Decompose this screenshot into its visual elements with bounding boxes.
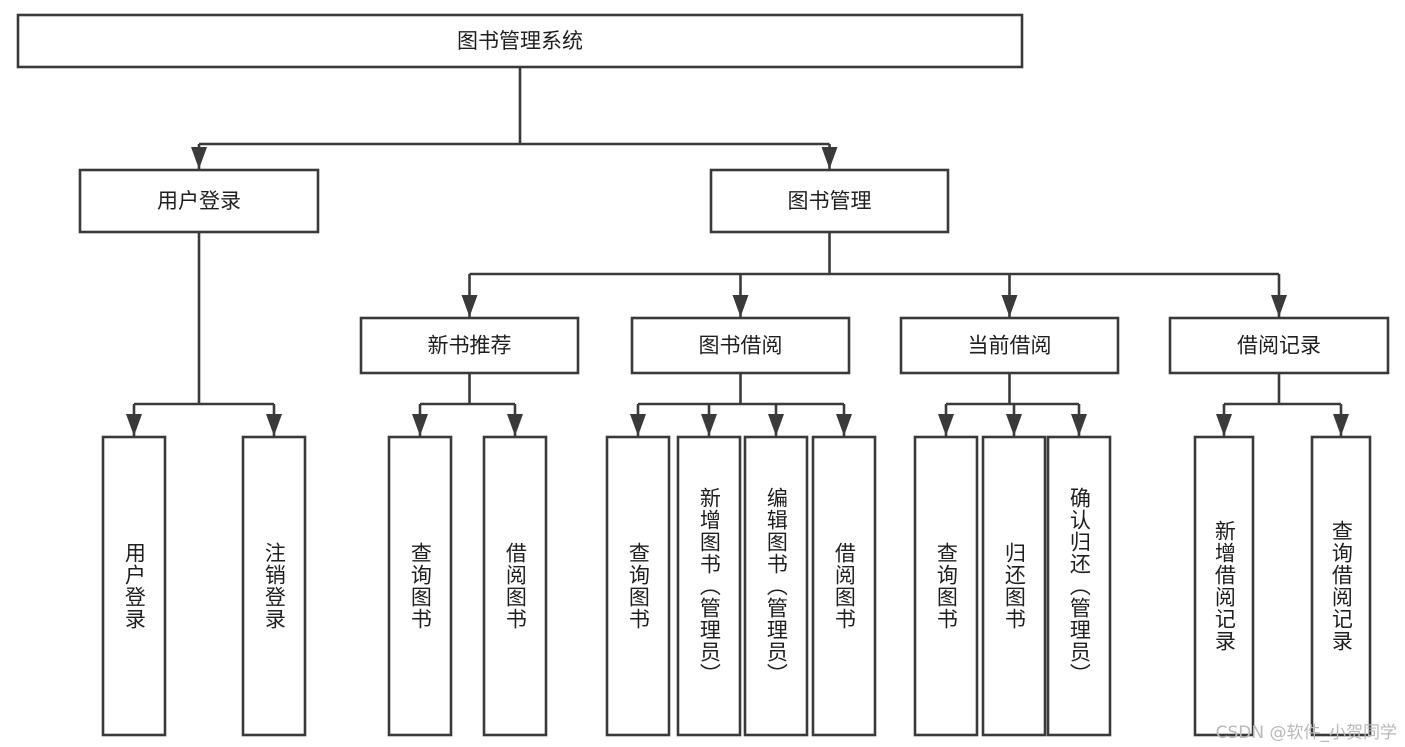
node-leaf-leaf-query-book-cur[interactable] — [913, 435, 979, 737]
arrow-icon-leaf-add-book-admin — [701, 414, 717, 436]
node-label-new-book-rec: 新书推荐 — [428, 334, 512, 358]
arrow-icon-leaf-confirm-return-admin — [1071, 414, 1087, 436]
node-leaf-leaf-logout[interactable] — [241, 435, 307, 737]
arrow-icon-leaf-user-login — [126, 414, 142, 436]
arrow-icon-leaf-logout — [266, 414, 282, 436]
node-level3-borrow-record[interactable] — [1168, 316, 1390, 375]
node-leaf-leaf-query-book-rec[interactable] — [387, 435, 453, 737]
node-label-borrow-record: 借阅记录 — [1237, 334, 1321, 358]
node-leaf-leaf-user-login[interactable] — [101, 435, 167, 737]
arrow-icon-leaf-borrow-book — [836, 414, 852, 436]
node-level3-book-borrow[interactable] — [630, 316, 851, 375]
arrow-icon-user-login — [191, 147, 207, 169]
arrow-icon-new-book-rec — [461, 295, 478, 317]
connector-layer — [126, 67, 1349, 436]
node-level2-user-login[interactable] — [78, 168, 320, 234]
node-leaf-leaf-query-book-borrow[interactable] — [605, 435, 671, 737]
node-label-book-manage: 图书管理 — [788, 189, 872, 213]
node-leaf-leaf-add-book-admin[interactable] — [676, 435, 742, 737]
node-level2-book-manage[interactable] — [709, 168, 950, 234]
arrow-icon-borrow-record — [1271, 295, 1287, 317]
node-label-book-borrow: 图书借阅 — [699, 334, 783, 358]
node-leaf-leaf-borrow-book-rec[interactable] — [482, 435, 548, 737]
arrow-icon-leaf-query-borrow-record — [1333, 414, 1349, 436]
arrow-icon-leaf-return-book — [1006, 414, 1022, 436]
node-root-root[interactable] — [16, 13, 1024, 69]
arrow-icon-leaf-query-book-cur — [938, 414, 954, 436]
arrow-icon-book-manage — [821, 147, 838, 169]
node-leaf-leaf-confirm-return-admin[interactable] — [1046, 435, 1112, 737]
arrow-icon-leaf-edit-book-admin — [768, 414, 784, 436]
node-leaf-leaf-borrow-book[interactable] — [811, 435, 877, 737]
node-level3-current-borrow[interactable] — [899, 316, 1120, 375]
arrow-icon-current-borrow — [1001, 295, 1018, 317]
node-leaf-leaf-edit-book-admin[interactable] — [743, 435, 809, 737]
arrow-icon-leaf-add-borrow-record — [1216, 414, 1232, 436]
node-leaf-leaf-add-borrow-record[interactable] — [1193, 435, 1255, 737]
arrow-icon-book-borrow — [732, 295, 749, 317]
node-label-current-borrow: 当前借阅 — [968, 334, 1052, 358]
node-level3-new-book-rec[interactable] — [359, 316, 580, 375]
arrow-icon-leaf-query-book-rec — [412, 414, 428, 436]
node-leaf-leaf-query-borrow-record[interactable] — [1310, 435, 1372, 737]
arrow-icon-leaf-borrow-book-rec — [507, 414, 523, 436]
node-label-root: 图书管理系统 — [457, 29, 583, 53]
node-leaf-leaf-return-book[interactable] — [981, 435, 1047, 737]
node-label-user-login: 用户登录 — [157, 189, 241, 213]
watermark-text: CSDN @软件_小贺同学 — [1215, 723, 1397, 743]
arrow-icon-leaf-query-book-borrow — [630, 414, 646, 436]
